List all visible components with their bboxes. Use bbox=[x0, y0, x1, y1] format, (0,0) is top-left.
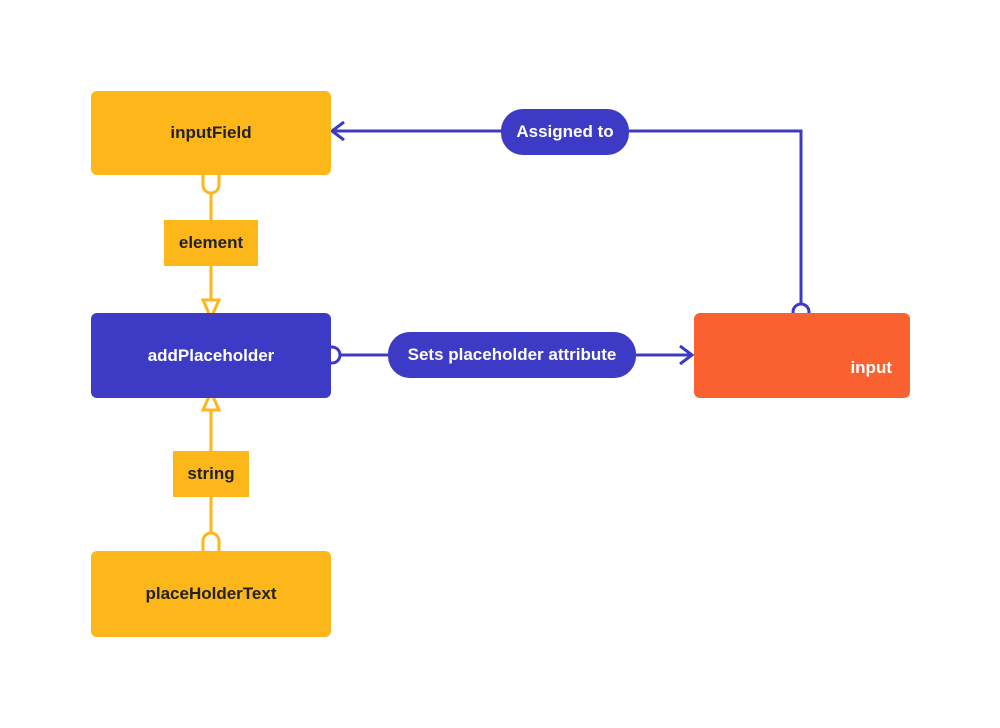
node-placeholdertext[interactable]: placeHolderText bbox=[91, 551, 331, 637]
node-addplaceholder[interactable]: addPlaceholder bbox=[91, 313, 331, 398]
connector-socket-icon bbox=[201, 175, 221, 195]
arrow-right-icon bbox=[679, 344, 695, 366]
arrow-down-icon bbox=[200, 298, 222, 322]
arrow-left-icon bbox=[329, 120, 345, 142]
node-input[interactable]: input bbox=[694, 313, 910, 398]
node-label: addPlaceholder bbox=[147, 345, 275, 365]
edge-label-string: string bbox=[173, 451, 249, 497]
connector-socket-icon bbox=[201, 531, 221, 551]
edge-label-sets-placeholder: Sets placeholder attribute bbox=[388, 332, 636, 378]
node-inputfield[interactable]: inputField bbox=[91, 91, 331, 175]
edge-label-assigned-to: Assigned to bbox=[501, 109, 629, 155]
node-label: inputField bbox=[170, 123, 252, 142]
edge-label-element: element bbox=[164, 220, 258, 266]
node-label: placeHolderText bbox=[145, 584, 277, 603]
edge-line bbox=[334, 129, 803, 304]
node-label: input bbox=[850, 358, 892, 377]
